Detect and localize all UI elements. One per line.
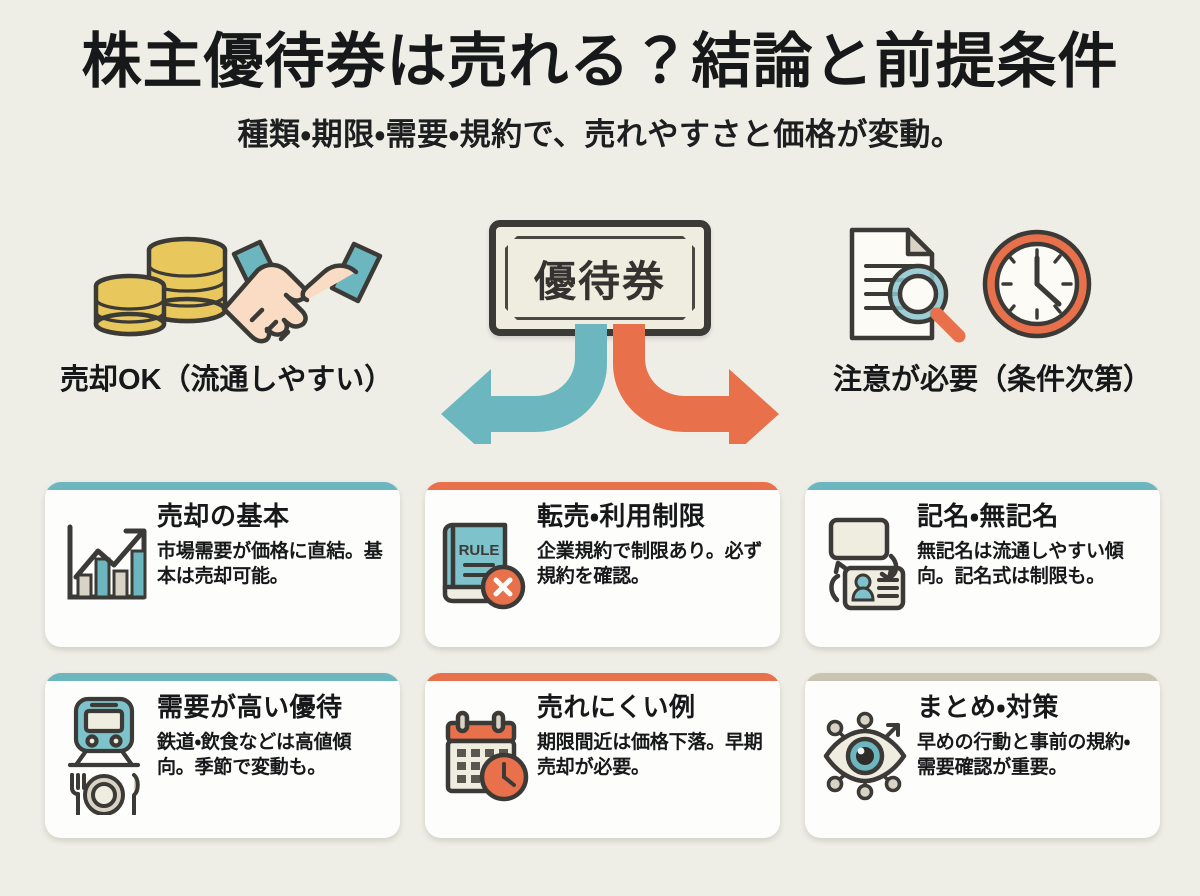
card-title: 売却の基本 [157,501,290,531]
cards-grid: 売却の基本 市場需要が価格に直結。基本は売却可能。 RULE [45,482,1160,838]
document-clock-icons [849,227,1092,343]
page-subtitle: 種類・期限・需要・規約で、売れやすさと価格が変動。 [237,117,963,153]
card-title: まとめ・対策 [917,692,1059,722]
card-sale-basics[interactable]: 売却の基本 市場需要が価格に直結。基本は売却可能。 [45,482,400,647]
card-body: 期限間近は価格下落。早期売却が必要。 [537,731,763,778]
rule-book-x-icon: RULE [437,504,533,624]
clock-icon [982,229,1092,339]
coins-icon [93,236,228,337]
card-accent-bar [425,482,780,490]
handshake-icon [221,239,383,344]
card-hard-to-sell[interactable]: 売れにくい例 期限間近は価格下落。早期売却が必要。 [425,673,780,838]
card-text: 転売・利用制限 企業規約で制限あり。必ず規約を確認。 [533,498,766,589]
card-named-unnamed[interactable]: 記名・無記名 無記名は流通しやすい傾向。記名式は制限も。 [805,482,1160,647]
eye-network-icon [817,695,913,815]
card-high-demand[interactable]: 需要が高い優待 鉄道・飲食などは高値傾向。季節で変動も。 [45,673,400,838]
voucher-inner-border [505,236,695,320]
card-body: 市場需要が価格に直結。基本は売却可能。 [157,540,383,587]
rule-book-text: RULE [459,542,500,559]
voucher-label: 優待券 [533,257,666,305]
train-icon [67,696,141,768]
bar-chart-up-icon [57,504,153,624]
card-text: 売却の基本 市場需要が価格に直結。基本は売却可能。 [153,498,386,589]
arrow-right-orange [613,324,779,444]
id-card-swap-icon [817,504,913,624]
card-text: まとめ・対策 早めの行動と事前の規約・需要確認が重要。 [913,689,1146,780]
card-title: 売れにくい例 [537,692,696,722]
card-title: 需要が高い優待 [157,692,343,722]
card-text: 需要が高い優待 鉄道・飲食などは高値傾向。季節で変動も。 [153,689,386,780]
right-branch-label: 注意が必要（条件次第） [832,364,1152,396]
card-body: 企業規約で制限あり。必ず規約を確認。 [537,540,763,587]
card-accent-bar [425,673,780,681]
card-accent-bar [45,482,400,490]
card-accent-bar [805,482,1160,490]
header: 株主優待券は売れる？結論と前提条件 種類・期限・需要・規約で、売れやすさと価格が… [0,28,1200,154]
arrow-left-teal [441,324,607,444]
document-magnifier-icon [849,227,966,343]
card-summary[interactable]: まとめ・対策 早めの行動と事前の規約・需要確認が重要。 [805,673,1160,838]
card-body: 早めの行動と事前の規約・需要確認が重要。 [917,731,1131,778]
card-text: 記名・無記名 無記名は流通しやすい傾向。記名式は制限も。 [913,498,1146,589]
page-title: 株主優待券は売れる？結論と前提条件 [81,28,1119,95]
calendar-clock-icon [437,695,533,815]
card-title: 記名・無記名 [917,501,1059,531]
flow-section: 優待券 [0,196,1200,446]
card-accent-bar [805,673,1160,681]
card-title: 転売・利用制限 [537,501,706,531]
card-resale-restriction[interactable]: RULE 転売・利用制限 企業規約で制限あり。必ず規約を確認。 [425,482,780,647]
card-accent-bar [45,673,400,681]
left-branch-label: 売却OK（流通しやすい） [60,364,394,396]
card-body: 無記名は流通しやすい傾向。記名式は制限も。 [917,540,1124,587]
coins-handshake-icons [93,236,383,344]
dining-icon [70,773,140,815]
card-text: 売れにくい例 期限間近は価格下落。早期売却が必要。 [533,689,766,780]
voucher-card: 優待券 [489,220,711,336]
train-dining-icon [57,695,153,815]
branch-arrows [441,324,779,444]
card-body: 鉄道・飲食などは高値傾向。季節で変動も。 [157,731,352,778]
